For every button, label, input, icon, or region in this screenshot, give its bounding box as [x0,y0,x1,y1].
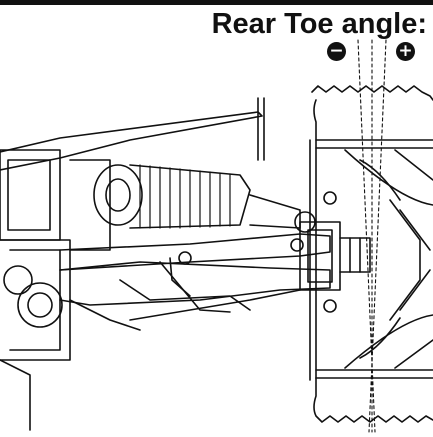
toe-in-minus-icon: − [327,42,346,61]
page-title: Rear Toe angle: [211,8,427,40]
header-rule [0,0,433,5]
wheel-tire [309,85,433,423]
toe-reference-lines [357,39,387,433]
shock-absorber [93,164,316,233]
hub-carrier [299,191,371,313]
chassis [0,97,265,431]
suspension-arms [59,233,331,331]
toe-out-plus-icon: + [396,42,415,61]
